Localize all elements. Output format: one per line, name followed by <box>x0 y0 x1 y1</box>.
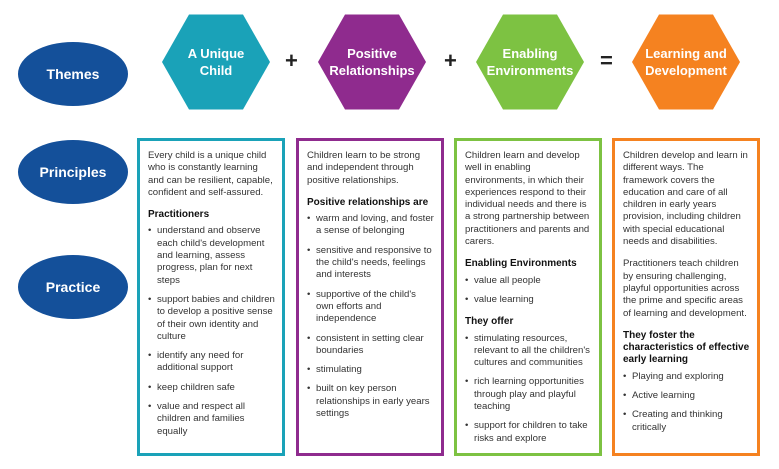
they-foster-heading: They foster the characteristics of effec… <box>623 329 750 366</box>
theme-enabling-environments-label: Enabling Environments <box>486 46 574 78</box>
they-offer-heading: They offer <box>465 316 514 328</box>
learning-development-column: Children develop and learn in different … <box>612 138 760 456</box>
enabling-environments-heading: Enabling Environments <box>465 258 577 270</box>
theme-positive-relationships-hexagon: Positive Relationships <box>318 14 426 110</box>
list-item: Active learning <box>623 390 750 403</box>
list-item: built on key person relationships in ear… <box>307 383 434 420</box>
theme-unique-child-hexagon: A Unique Child <box>162 14 270 110</box>
list-item: keep children safe <box>148 382 275 395</box>
list-item: supportive of the child's own efforts an… <box>307 289 434 326</box>
list-item: support babies and children to develop a… <box>148 294 275 343</box>
positive-relationships-heading: Positive relationships are <box>307 196 429 208</box>
enabling-environments-list: value all people value learning <box>465 275 592 307</box>
practitioners-list: understand and observe each child's deve… <box>148 225 275 437</box>
list-item: Creating and thinking critically <box>623 409 750 434</box>
theme-enabling-environments-hexagon: Enabling Environments <box>476 14 584 110</box>
unique-child-column: Every child is a unique child who is con… <box>137 138 285 456</box>
list-item: consistent in setting clear boundaries <box>307 333 434 358</box>
theme-positive-relationships-label: Positive Relationships <box>329 46 415 78</box>
plus-operator-2: + <box>444 48 457 73</box>
enabling-environments-principle: Children learn and develop well in enabl… <box>465 150 590 248</box>
learning-development-principle: Children develop and learn in different … <box>623 150 748 248</box>
list-item: support for children to take risks and e… <box>465 420 592 445</box>
list-item: sensitive and responsive to the child's … <box>307 245 434 282</box>
characteristics-list: Playing and exploring Active learning Cr… <box>623 371 750 434</box>
theme-learning-development-hexagon: Learning and Development <box>632 14 740 110</box>
learning-development-practice: Practitioners teach children by ensuring… <box>623 258 747 319</box>
list-item: warm and loving, and foster a sense of b… <box>307 213 434 238</box>
plus-operator-1: + <box>285 48 298 73</box>
list-item: stimulating <box>307 364 434 377</box>
themes-label: Themes <box>18 42 128 106</box>
list-item: value all people <box>465 275 592 288</box>
theme-learning-development-label: Learning and Development <box>645 46 727 78</box>
practice-label: Practice <box>18 255 128 319</box>
list-item: identify any need for additional support <box>148 350 275 375</box>
positive-relationships-principle: Children learn to be strong and independ… <box>307 150 421 186</box>
list-item: stimulating resources, relevant to all t… <box>465 333 592 370</box>
equals-operator: = <box>600 48 613 73</box>
theme-unique-child-label: A Unique Child <box>187 46 245 78</box>
positive-relationships-list: warm and loving, and foster a sense of b… <box>307 213 434 420</box>
they-offer-list: stimulating resources, relevant to all t… <box>465 333 592 445</box>
positive-relationships-column: Children learn to be strong and independ… <box>296 138 444 456</box>
principles-label: Principles <box>18 140 128 204</box>
practitioners-heading: Practitioners <box>148 209 210 221</box>
unique-child-principle: Every child is a unique child who is con… <box>148 150 273 198</box>
list-item: value learning <box>465 294 592 307</box>
list-item: rich learning opportunities through play… <box>465 376 592 413</box>
enabling-environments-column: Children learn and develop well in enabl… <box>454 138 602 456</box>
list-item: Playing and exploring <box>623 371 750 384</box>
list-item: understand and observe each child's deve… <box>148 225 275 286</box>
list-item: value and respect all children and famil… <box>148 401 275 438</box>
